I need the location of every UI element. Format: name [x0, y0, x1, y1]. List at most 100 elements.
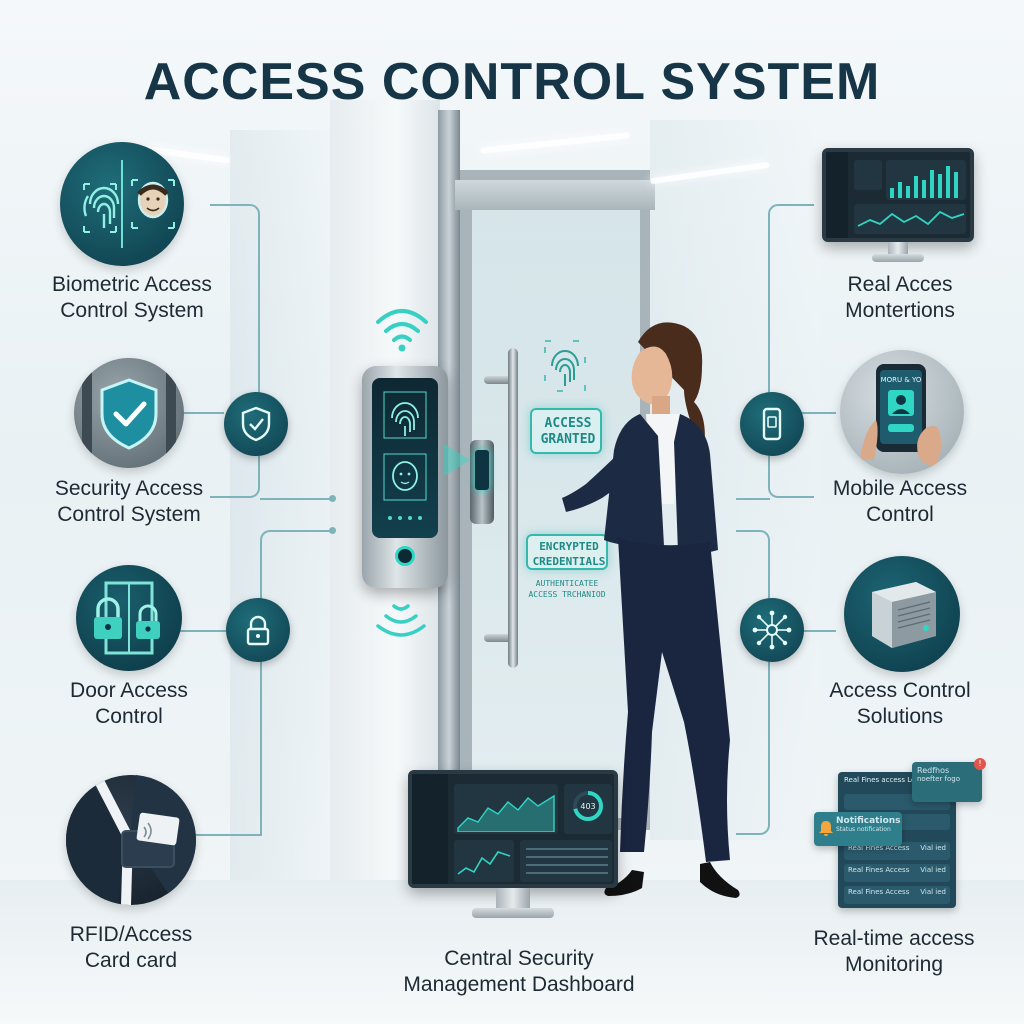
dashboard-panel	[854, 160, 882, 190]
granted-text: ACCESS GRANTED	[532, 416, 604, 448]
svg-text:MORU & YO: MORU & YO	[881, 376, 922, 384]
biometric-feature-label: Biometric Access Control System	[20, 272, 244, 324]
wifi-icon	[376, 309, 428, 352]
gauge-icon: 403	[573, 791, 603, 821]
label-line: Real Acces	[847, 273, 953, 296]
shield-check-icon	[241, 406, 271, 442]
label-line: Monitoring	[844, 953, 944, 976]
table-rows-icon	[526, 848, 608, 874]
dashboard-sidebar	[826, 152, 848, 238]
label-line: Control	[866, 503, 934, 526]
padlock-door-icon	[94, 581, 160, 655]
notifications-header: Real Fines access Logs	[844, 776, 924, 784]
alert-popup[interactable]: Redfhos noefter fogo !	[912, 758, 986, 802]
biometric-feature-circle[interactable]	[60, 142, 184, 266]
connector-line	[210, 204, 260, 498]
granted-line: GRANTED	[540, 432, 596, 447]
notification-row-action[interactable]: Vial ied	[920, 844, 946, 852]
fingerprint-face-icon	[83, 160, 175, 248]
door-card-reader[interactable]	[470, 440, 494, 524]
door-top-rail	[455, 180, 655, 210]
door-frame	[438, 110, 460, 900]
svg-text:403: 403	[580, 802, 595, 811]
auth-line: ACCESS TRCHANIOD	[528, 590, 606, 599]
bar-graph-icon	[890, 166, 958, 198]
label-line: Management Dashboard	[403, 973, 635, 996]
connector-line	[260, 530, 332, 835]
notification-row-title: Real Fines Access	[848, 866, 910, 874]
alert-subtitle: noefter fogo	[917, 775, 960, 783]
notification-row-action[interactable]: Vial ied	[920, 888, 946, 896]
alert-badge-icon: !	[974, 758, 986, 770]
encrypted-line: CREDENTIALS	[532, 555, 606, 568]
shield-badge	[224, 392, 288, 456]
monitor-stand	[872, 254, 924, 262]
popup-subtitle: Status notification	[836, 826, 891, 833]
label-line: Control	[95, 705, 163, 728]
connector-line	[260, 498, 332, 500]
server-unit-icon	[872, 582, 936, 648]
monitor-stand	[888, 242, 908, 256]
notification-row[interactable]: Real Fines Access Vial ied	[844, 842, 950, 860]
fingerprint-hologram-icon	[544, 340, 586, 392]
central-dashboard-label: Central Security Management Dashboard	[392, 946, 646, 998]
connector-line	[736, 530, 770, 835]
security-feature-circle[interactable]	[74, 358, 184, 468]
auth-line: AUTHENTICATEE	[535, 579, 599, 588]
network-badge	[740, 598, 804, 662]
label-line: Central Security	[444, 947, 594, 970]
notification-row[interactable]: Real Fines Access Vial ied	[844, 886, 950, 904]
padlock-icon	[246, 615, 270, 646]
reader-button[interactable]	[395, 546, 415, 566]
label-line: Door Access	[70, 679, 188, 702]
mobile-access-feature-label: Mobile Access Control	[790, 476, 1010, 528]
glass-wall-left	[230, 130, 340, 910]
dashboard-panel	[454, 840, 514, 882]
connector-line	[196, 834, 262, 836]
notification-row-action[interactable]: Vial ied	[920, 866, 946, 874]
door-access-feature-circle[interactable]	[76, 565, 182, 671]
reader-screen	[372, 378, 438, 538]
label-line: Access Control	[829, 679, 971, 702]
connector-line	[768, 204, 814, 498]
monitor-dashboard-feature[interactable]	[822, 148, 974, 242]
encrypted-credentials-badge: ENCRYPTED CREDENTIALS	[526, 534, 608, 570]
notification-row-title: Real Fines Access	[848, 844, 910, 852]
scan-beam-icon	[444, 444, 470, 476]
monitor-stand	[496, 888, 530, 910]
realtime-monitoring-feature-label: Real-time access Monitoring	[784, 926, 1004, 978]
label-line: Control System	[57, 503, 201, 526]
label-line: RFID/Access	[69, 923, 193, 946]
label-line: Security Access	[54, 477, 204, 500]
dashboard-panel	[520, 840, 612, 882]
bell-icon	[819, 821, 833, 836]
line-graph-icon	[457, 851, 511, 875]
rfid-feature-label: RFID/Access Card card	[22, 922, 240, 974]
connector-dot	[329, 495, 336, 502]
rfid-feature-circle[interactable]	[66, 775, 196, 905]
access-solutions-feature-circle[interactable]	[844, 556, 960, 672]
authenticate-text: AUTHENTICATEE ACCESS TRCHANIOD	[520, 578, 614, 600]
label-line: Biometric Access	[52, 273, 212, 296]
security-feature-label: Security Access Control System	[20, 476, 238, 528]
door-reader-screen	[475, 450, 489, 490]
door-handle-arm	[484, 376, 516, 384]
alert-title: Redfhos	[917, 766, 950, 775]
signal-waves-icon	[376, 604, 426, 637]
mobile-access-feature-circle[interactable]: MORU & YO	[840, 350, 964, 474]
door-handle[interactable]	[508, 348, 518, 668]
dashboard-sidebar	[412, 774, 448, 884]
connector-line	[180, 630, 226, 632]
real-access-feature-label: Real Acces Montertions	[790, 272, 1010, 324]
businesswoman-figure	[562, 322, 740, 898]
rfid-card-icon	[66, 775, 196, 905]
smartphone-icon	[762, 407, 782, 441]
notification-row[interactable]: Real Fines Access Vial ied	[844, 864, 950, 882]
encrypted-text: ENCRYPTED CREDENTIALS	[528, 539, 610, 569]
label-line: Card card	[84, 949, 178, 972]
central-dashboard-monitor[interactable]: 403	[408, 770, 618, 888]
door-handle-arm	[484, 634, 516, 642]
notifications-popup[interactable]: Notifications Status notification	[814, 812, 902, 846]
biometric-wall-reader[interactable]	[362, 366, 448, 588]
ceiling-light	[480, 132, 630, 154]
